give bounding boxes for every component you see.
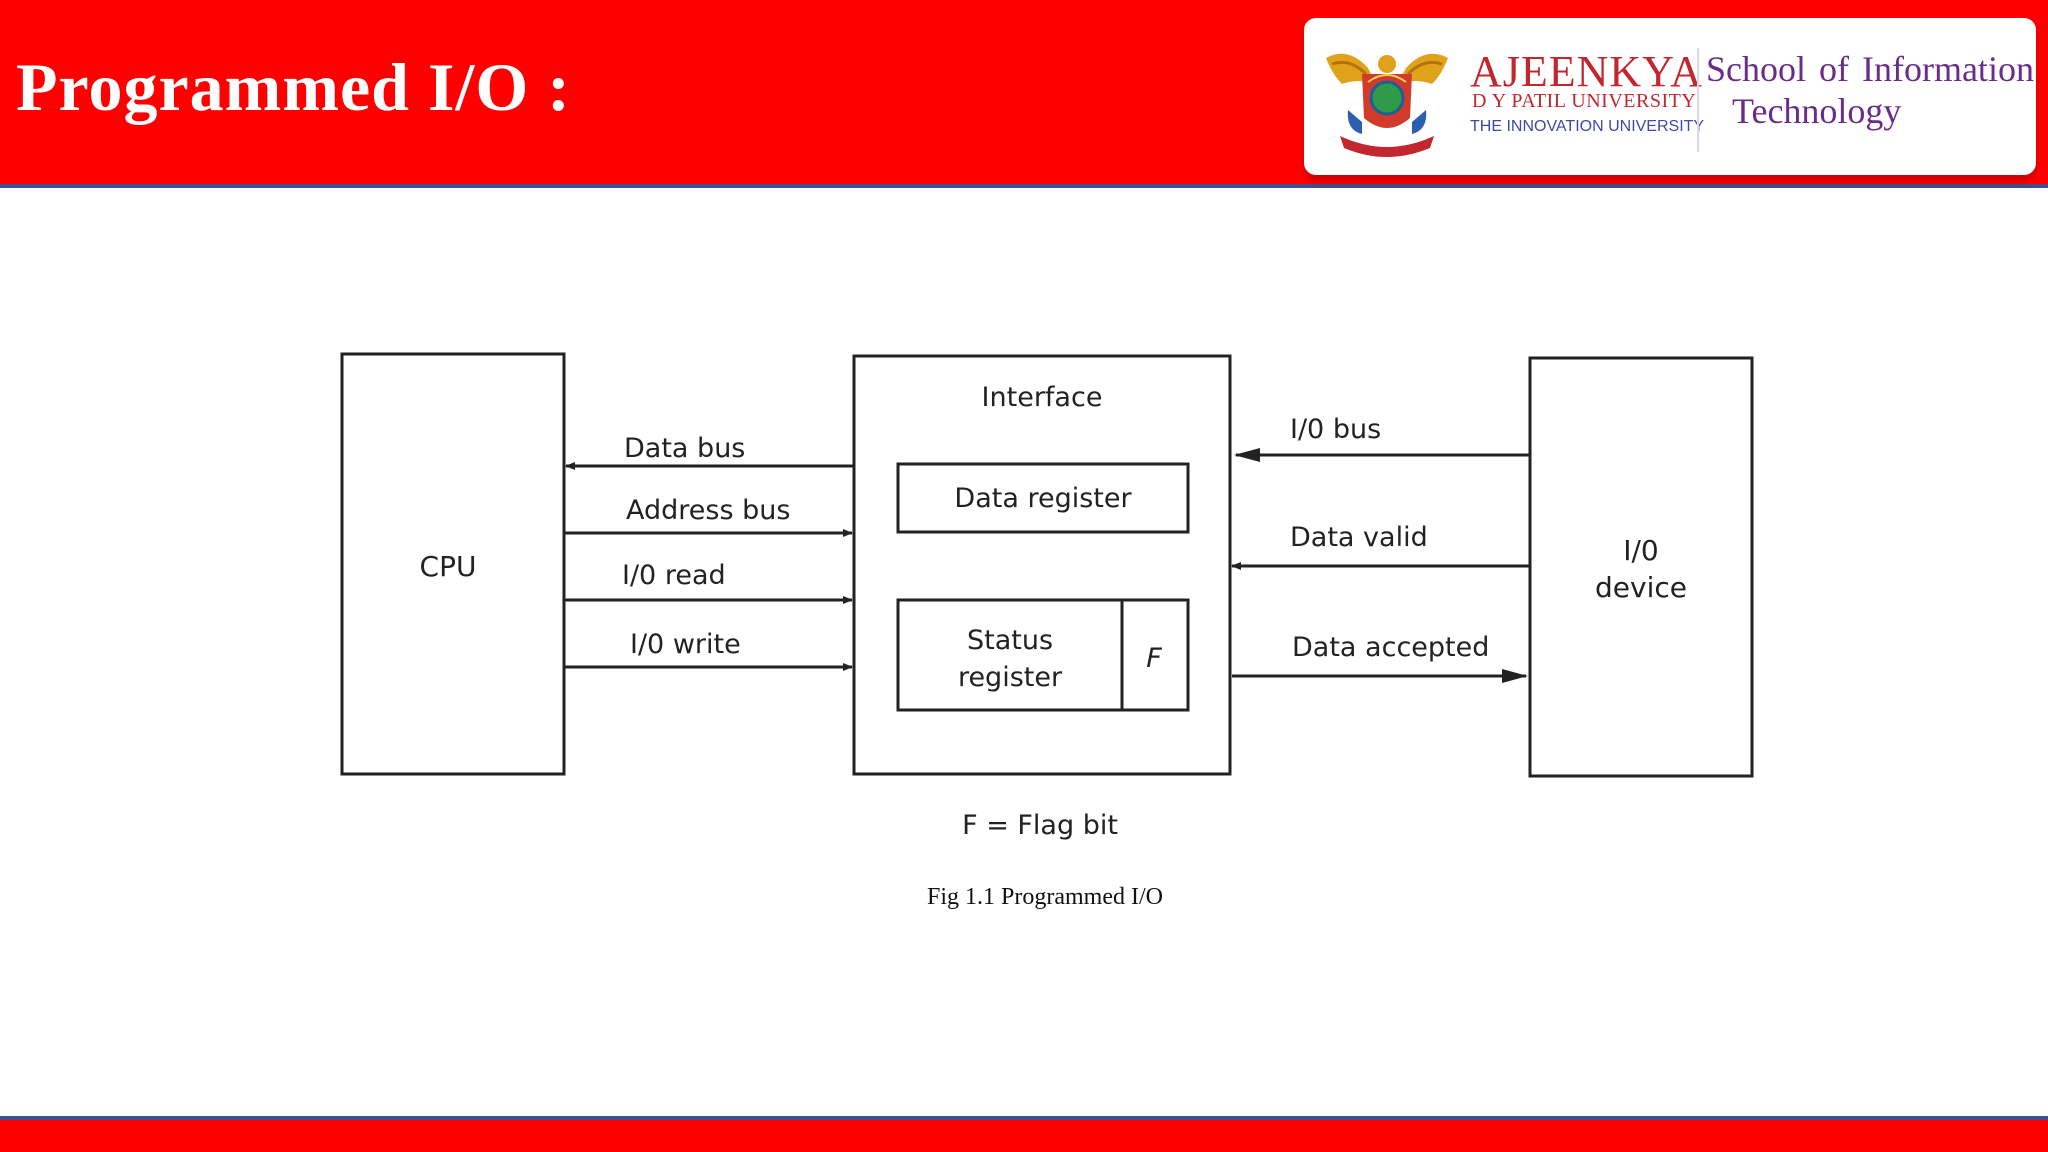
university-name: AJEENKYA <box>1470 47 1703 96</box>
university-tagline: THE INNOVATION UNIVERSITY <box>1470 118 1705 135</box>
university-logo-panel: AJEENKYA D Y PATIL UNIVERSITY THE INNOVA… <box>1304 18 2036 175</box>
status-register-label-1: Status <box>967 625 1053 656</box>
signal-io-write: I/0 write <box>564 629 853 671</box>
status-register: Status register F <box>896 598 1190 712</box>
signal-io-read: I/0 read <box>564 560 853 604</box>
io-device-label-1: I/0 <box>1623 534 1659 567</box>
data-register: Data register <box>896 462 1190 534</box>
io-bus-label: I/0 bus <box>1290 414 1381 445</box>
data-valid-label: Data valid <box>1290 522 1428 553</box>
signal-address-bus: Address bus <box>564 495 853 537</box>
footer-bar <box>0 1116 2048 1152</box>
cpu-label: CPU <box>420 550 477 583</box>
data-bus-label: Data bus <box>624 433 745 464</box>
io-device-label-2: device <box>1595 571 1687 604</box>
flag-bit-legend: F = Flag bit <box>962 810 1118 841</box>
flag-bit-label: F <box>1146 643 1162 674</box>
signal-io-bus: I/0 bus <box>1234 414 1530 462</box>
interface-label: Interface <box>982 382 1103 413</box>
data-register-label: Data register <box>954 483 1132 514</box>
signal-data-valid: Data valid <box>1231 522 1530 570</box>
address-bus-label: Address bus <box>626 495 790 526</box>
school-name-line2: Technology <box>1732 91 1902 131</box>
university-emblem-icon <box>1326 53 1448 157</box>
data-accepted-label: Data accepted <box>1292 632 1489 663</box>
signal-data-bus: Data bus <box>565 433 854 470</box>
io-read-label: I/0 read <box>622 560 726 591</box>
io-write-label: I/0 write <box>630 629 741 660</box>
figure-caption: Fig 1.1 Programmed I/O <box>927 884 1163 910</box>
university-subtitle: D Y PATIL UNIVERSITY <box>1472 90 1697 112</box>
io-device-block: I/0 device <box>1528 356 1754 778</box>
school-name-line1: School of Information <box>1706 49 2034 89</box>
slide-title: Programmed I/O : <box>16 49 571 125</box>
header-bar: Programmed I/O : AJEENKYA D Y PATIL UNIV… <box>0 0 2048 188</box>
logo-divider <box>1697 48 1699 152</box>
interface-block: Interface Data register Status register … <box>852 354 1232 776</box>
status-register-label-2: register <box>958 662 1063 693</box>
signal-data-accepted: Data accepted <box>1232 632 1528 683</box>
programmed-io-diagram: CPU Interface Data register Status regis… <box>340 352 1754 841</box>
cpu-block: CPU <box>340 352 566 776</box>
